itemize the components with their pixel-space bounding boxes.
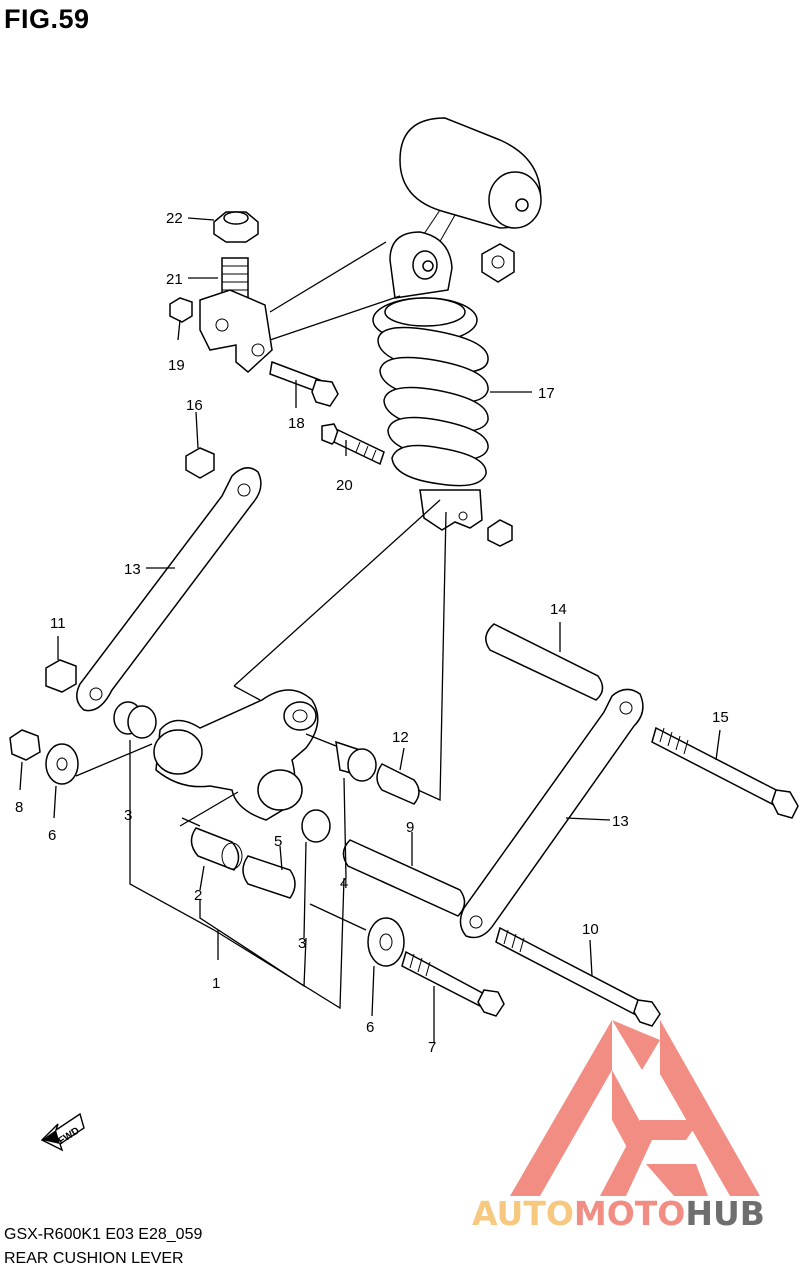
callout-15: 15 <box>712 709 729 726</box>
callout-11: 11 <box>50 615 66 632</box>
callout-12: 12 <box>392 729 409 746</box>
washer-left <box>45 743 79 785</box>
callout-14: 14 <box>550 601 567 618</box>
bolt-20 <box>321 423 385 466</box>
footer-model-code: GSX-R600K1 E03 E28_059 <box>4 1226 203 1243</box>
callout-9: 9 <box>406 819 414 836</box>
bolt-10 <box>495 926 661 1027</box>
callout-13-left: 13 <box>124 561 141 578</box>
bolt-15 <box>651 726 799 819</box>
bearing-4 <box>335 740 377 782</box>
callout-3-right: 3 <box>298 935 306 952</box>
leader-lines <box>19 217 721 1042</box>
nut-8 <box>9 729 41 761</box>
bearing-3-right <box>301 809 331 843</box>
callout-1: 1 <box>212 975 220 992</box>
callout-21: 21 <box>166 271 183 288</box>
callout-6-right: 6 <box>366 1019 374 1036</box>
bolt-18 <box>269 360 339 407</box>
callout-2: 2 <box>194 887 202 904</box>
callout-16: 16 <box>186 397 203 414</box>
spacer-12 <box>376 763 420 805</box>
tie-rod-left <box>76 467 262 712</box>
bolt-7 <box>401 950 505 1017</box>
cushion-lever <box>153 689 319 821</box>
callout-18: 18 <box>288 415 305 432</box>
callout-4: 4 <box>340 875 348 892</box>
callout-10: 10 <box>582 921 599 938</box>
tie-rod-right <box>459 688 644 939</box>
figure-title: FIG.59 <box>4 4 90 34</box>
logo-text-hub: HUB <box>685 1194 765 1233</box>
callout-8: 8 <box>15 799 23 816</box>
bearing-top-left <box>113 701 157 739</box>
nut-11 <box>45 659 77 693</box>
footer-section-name: REAR CUSHION LEVER <box>4 1250 184 1267</box>
logo-text: AUTOMOTOHUB <box>472 1194 765 1233</box>
fwd-arrow: FWD <box>40 1112 85 1152</box>
spacer-9 <box>342 839 466 917</box>
callout-13-right: 13 <box>612 813 629 830</box>
nut-16 <box>185 447 215 479</box>
callout-6-left: 6 <box>48 827 56 844</box>
callout-5: 5 <box>274 833 282 850</box>
callout-7: 7 <box>428 1039 436 1056</box>
callout-3-left: 3 <box>124 807 132 824</box>
bearing-2 <box>190 827 243 871</box>
collar-5 <box>242 855 296 899</box>
spacer-14 <box>485 623 604 701</box>
logo-text-moto: MOTO <box>574 1194 685 1233</box>
callout-20: 20 <box>336 477 353 494</box>
washer-right <box>367 917 405 967</box>
callout-22: 22 <box>166 210 183 227</box>
shock-absorber <box>372 117 542 547</box>
callout-19: 19 <box>168 357 185 374</box>
automotohub-logo: AUTOMOTOHUB <box>472 1020 765 1233</box>
callout-labels: 22 21 19 18 16 17 20 13 11 14 15 12 8 6 … <box>15 210 729 1056</box>
logo-text-auto: AUTO <box>472 1194 574 1233</box>
shock-mount-bracket <box>169 211 273 373</box>
callout-17: 17 <box>538 385 555 402</box>
